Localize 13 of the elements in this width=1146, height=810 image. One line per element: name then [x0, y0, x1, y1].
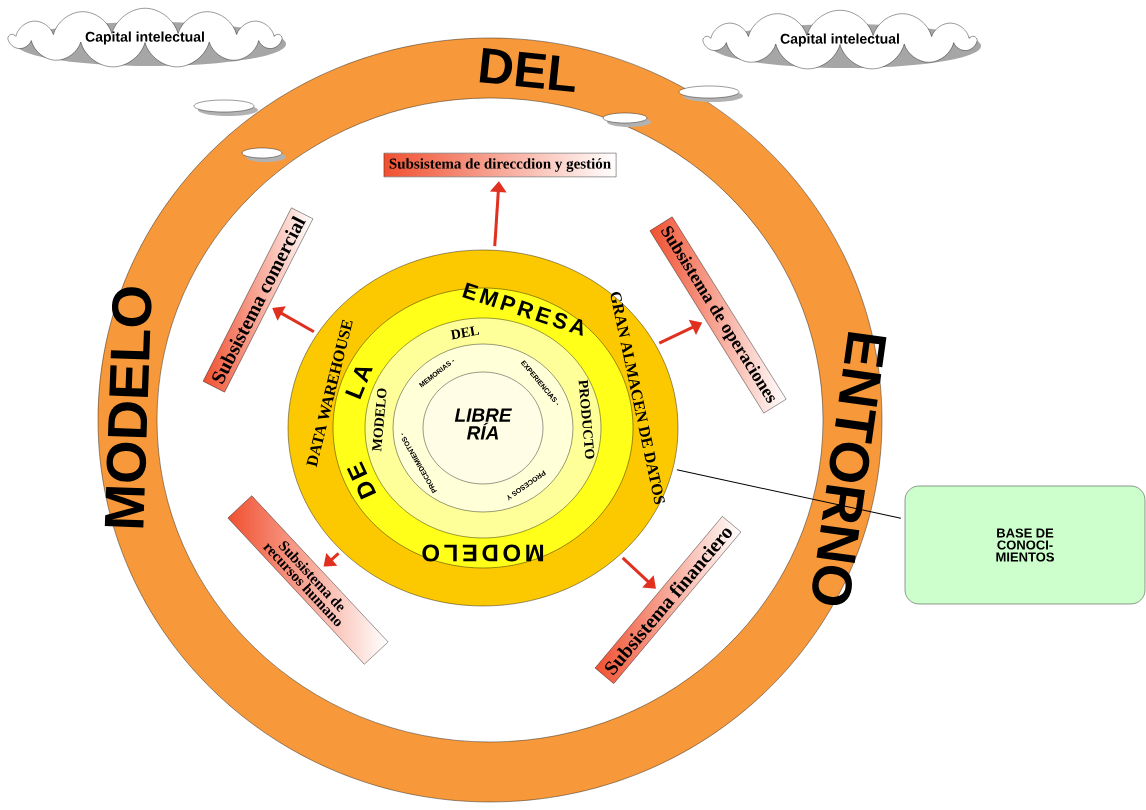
ring-text: ENTORNO — [812, 331, 887, 606]
leader-line — [676, 469, 902, 519]
ring-text: MODELO — [372, 388, 387, 452]
arrow — [323, 552, 340, 567]
callout-box: BASE DE CONOCI- MIENTOS — [904, 485, 1146, 605]
ring-text: PRODUCTO — [578, 379, 595, 459]
center-text: LIBRE RÍA — [454, 408, 512, 440]
ring-text: MODELO — [422, 544, 544, 562]
ring-text: DEL — [479, 47, 575, 93]
ring-text: MODELO — [104, 287, 152, 528]
arrow — [272, 306, 315, 334]
arrow — [621, 556, 656, 589]
subsystem-box: Subsistema de direccdion y gestión — [383, 152, 617, 178]
